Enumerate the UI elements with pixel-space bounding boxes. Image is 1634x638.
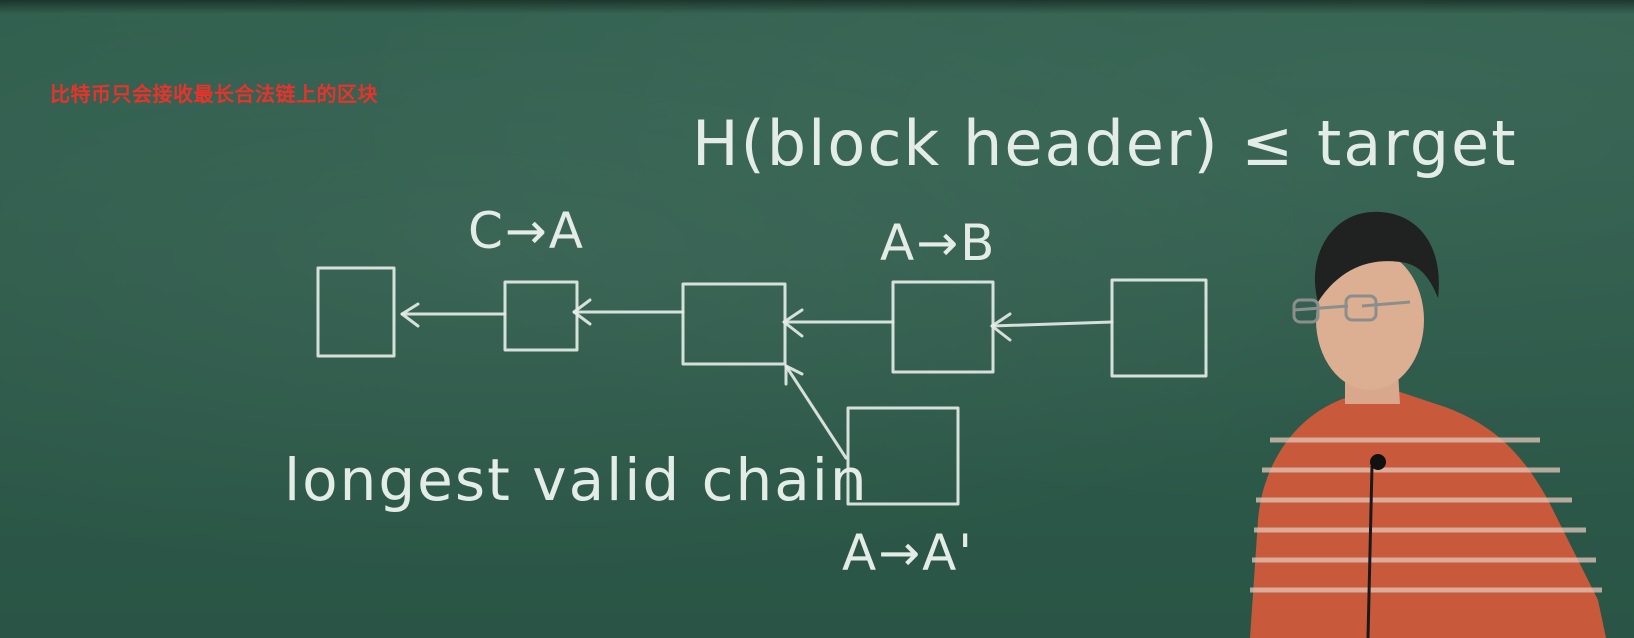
tx-label-c-a: C→A xyxy=(468,202,585,260)
block-5 xyxy=(1110,278,1208,378)
arrow-block5-to-block4 xyxy=(990,312,1114,342)
tx-label-a-b: A→B xyxy=(880,214,996,272)
formula-text: H(block header) ≤ target xyxy=(692,107,1518,180)
subtitle-caption: 比特币只会接收最长合法链上的区块 xyxy=(50,82,378,106)
block-4 xyxy=(891,280,995,374)
block-1 xyxy=(316,266,396,358)
arrow-block3-to-block2 xyxy=(572,298,685,326)
lecturer-figure xyxy=(1250,211,1606,638)
arrow-block4-to-block3 xyxy=(782,308,895,338)
arrow-fork-to-block3 xyxy=(784,364,848,460)
tx-label-a-a-prime: A→A' xyxy=(842,524,974,582)
caption-longest-valid-chain: longest valid chain xyxy=(284,446,869,514)
arrow-block2-to-block1 xyxy=(400,302,507,328)
block-fork xyxy=(846,406,960,506)
block-2 xyxy=(503,280,579,352)
block-3 xyxy=(681,282,787,366)
